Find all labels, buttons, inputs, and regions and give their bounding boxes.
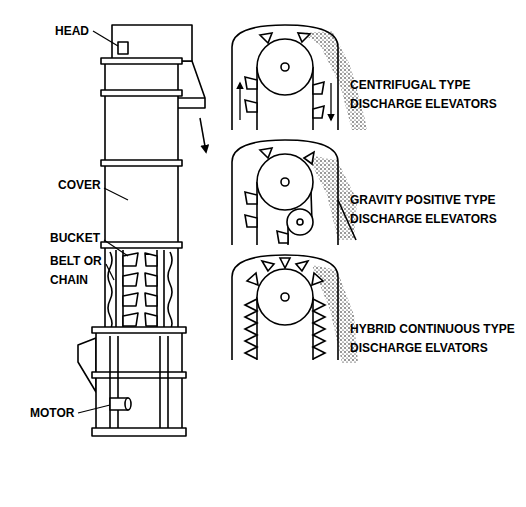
type-label: GRAVITY POSITIVE TYPE DISCHARGE ELEVATOR… <box>350 191 522 228</box>
part-label: HEAD <box>55 22 115 41</box>
part-label: COVER <box>58 176 118 195</box>
type-label: HYBRID CONTINUOUS TYPE DISCHARGE ELVATOR… <box>350 320 522 357</box>
part-label: BUCKET <box>50 229 110 248</box>
part-label: MOTOR <box>30 404 90 423</box>
part-label: BELT OR CHAIN <box>50 252 108 289</box>
type-label: CENTRIFUGAL TYPE DISCHARGE ELEVATORS <box>350 76 522 113</box>
